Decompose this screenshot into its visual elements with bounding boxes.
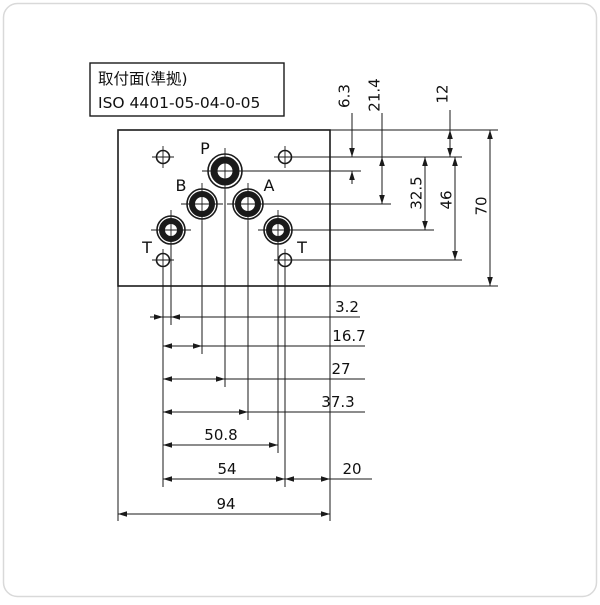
dim-16-7: 16.7 xyxy=(163,327,366,349)
arrowhead xyxy=(154,314,163,320)
port-t-left-label: T xyxy=(141,238,152,257)
arrowhead xyxy=(349,148,355,157)
arrowhead xyxy=(321,511,330,517)
bottom-extension-lines xyxy=(117,190,331,521)
port-a-label: A xyxy=(264,176,275,195)
dim-54: 54 xyxy=(163,460,285,482)
dim-27: 27 xyxy=(163,360,365,382)
port-b-crosshair xyxy=(181,183,223,225)
port-p-label: P xyxy=(200,139,210,158)
port-b-label: B xyxy=(176,176,187,195)
arrowhead xyxy=(216,376,225,382)
dim-46-label: 46 xyxy=(438,190,456,209)
arrowhead xyxy=(163,343,172,349)
title-box-border xyxy=(89,62,285,117)
arrowhead xyxy=(163,409,172,415)
arrowhead xyxy=(163,476,172,482)
arrowhead xyxy=(239,409,248,415)
dim-32-5: 32.5 xyxy=(408,157,428,230)
arrowhead xyxy=(379,157,385,166)
arrowhead xyxy=(447,130,453,139)
dim-20: 20 xyxy=(285,460,372,482)
arrowhead xyxy=(487,277,493,286)
arrowhead xyxy=(349,171,355,180)
arrowhead xyxy=(422,221,428,230)
hole-crosshairs xyxy=(152,146,296,271)
dim-6-3: 6.3 xyxy=(336,84,355,184)
dim-70: 70 xyxy=(473,130,493,286)
arrowhead xyxy=(321,476,330,482)
arrowhead xyxy=(487,130,493,139)
dim-32-5-label: 32.5 xyxy=(408,176,426,209)
dim-94-label: 94 xyxy=(216,495,235,513)
dim-70-label: 70 xyxy=(473,196,491,215)
dim-12-label: 12 xyxy=(434,84,452,103)
port-labels: P B A T T xyxy=(141,139,307,257)
arrowhead xyxy=(171,314,180,320)
dim-12: 12 xyxy=(434,84,453,157)
arrowhead xyxy=(452,251,458,260)
arrowhead xyxy=(269,442,278,448)
arrowhead xyxy=(163,442,172,448)
title-line-1: 取付面(準拠) xyxy=(98,70,188,88)
dim-21-4-label: 21.4 xyxy=(366,78,384,111)
dim-37-3-label: 37.3 xyxy=(321,393,354,411)
dim-50-8-label: 50.8 xyxy=(204,426,237,444)
title-line-2: ISO 4401-05-04-0-05 xyxy=(98,94,260,112)
arrowhead xyxy=(447,148,453,157)
dim-6-3-label: 6.3 xyxy=(336,84,354,108)
centerline-crosshairs xyxy=(151,146,298,271)
port-t-left-crosshair xyxy=(151,210,191,250)
dim-46: 46 xyxy=(438,157,458,260)
arrowhead xyxy=(276,476,285,482)
arrowhead xyxy=(118,511,127,517)
arrowhead xyxy=(379,195,385,204)
right-extension-lines xyxy=(225,129,498,287)
arrowhead xyxy=(422,157,428,166)
dim-3-2-label: 3.2 xyxy=(335,298,359,316)
dim-27-label: 27 xyxy=(331,360,350,378)
arrowhead xyxy=(452,157,458,166)
dim-21-4: 21.4 xyxy=(366,78,385,204)
port-t-right-label: T xyxy=(296,238,307,257)
dim-54-label: 54 xyxy=(217,460,236,478)
arrowhead xyxy=(193,343,202,349)
dim-50-8: 50.8 xyxy=(163,426,278,448)
title-box: 取付面(準拠) ISO 4401-05-04-0-05 xyxy=(89,62,285,117)
dim-3-2: 3.2 xyxy=(150,298,360,320)
arrowhead xyxy=(163,376,172,382)
dim-16-7-label: 16.7 xyxy=(332,327,365,345)
dim-20-label: 20 xyxy=(342,460,361,478)
dim-94: 94 xyxy=(118,495,330,517)
arrowhead xyxy=(285,476,294,482)
dim-37-3: 37.3 xyxy=(163,393,365,415)
